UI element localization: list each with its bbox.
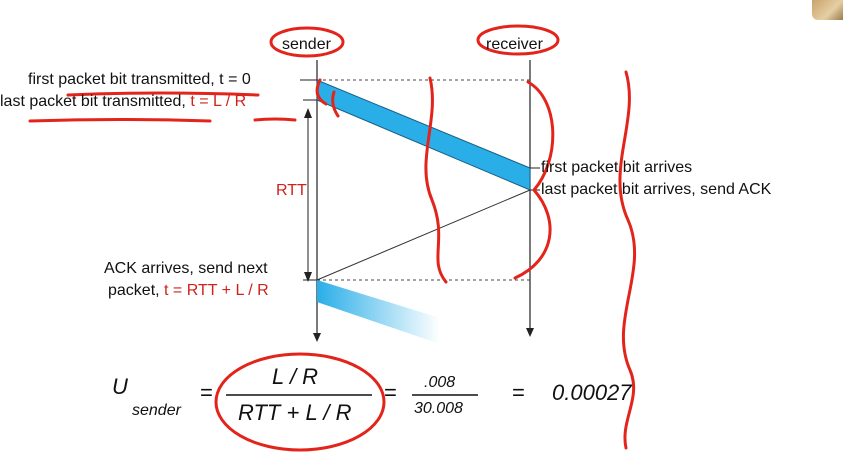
value-numerator: .008 bbox=[424, 374, 456, 391]
receiver-timeline-arrow bbox=[526, 328, 534, 337]
value-denominator: 30.008 bbox=[414, 400, 463, 417]
squiggle-2 bbox=[424, 76, 448, 284]
formula-equals-2: = bbox=[384, 380, 397, 405]
formula-numerator: L / R bbox=[272, 364, 319, 389]
last-bit-text: last packet bit transmitted, bbox=[0, 93, 191, 110]
receiver-label: receiver bbox=[486, 36, 543, 53]
ack-time: t = RTT + L / R bbox=[164, 282, 269, 299]
bracket-left bbox=[315, 78, 328, 106]
rtt-label: RTT bbox=[276, 182, 307, 199]
circle-formula bbox=[214, 352, 386, 452]
first-packet-band bbox=[316, 79, 531, 191]
formula-denominator: RTT + L / R bbox=[238, 400, 352, 425]
formula-equals-3: = bbox=[512, 380, 525, 405]
circle-receiver bbox=[476, 24, 560, 56]
first-bit-transmitted-label: first packet bit transmitted, t = 0 bbox=[28, 71, 251, 88]
ack-packet-text: packet, bbox=[108, 282, 165, 299]
utilization-subscript: sender bbox=[132, 402, 181, 419]
handwritten-annotations bbox=[28, 24, 637, 452]
rtt-arrow-head-bottom bbox=[304, 272, 312, 282]
ack-arrives-label-line2: packet, t = RTT + L / R bbox=[108, 282, 269, 300]
formula-result: 0.00027 bbox=[552, 380, 632, 405]
underline-first-bit bbox=[66, 91, 260, 97]
utilization-symbol: U bbox=[112, 374, 128, 399]
underline-last-bit bbox=[28, 118, 212, 123]
squiggle-3 bbox=[618, 70, 637, 450]
last-bit-time: t = L / R bbox=[190, 93, 247, 110]
squiggle-1 bbox=[331, 90, 340, 118]
formula-equals-1: = bbox=[200, 380, 213, 405]
last-bit-transmitted-label: last packet bit transmitted, t = L / R bbox=[0, 93, 246, 111]
sender-timeline-arrow bbox=[313, 333, 321, 342]
circle-sender bbox=[269, 26, 345, 58]
ack-arrives-label-line1: ACK arrives, send next bbox=[104, 260, 268, 277]
last-bit-arrives-label: last packet bit arrives, send ACK bbox=[541, 181, 772, 198]
ack-line bbox=[316, 189, 531, 281]
first-bit-arrives-label: first packet bit arrives bbox=[541, 159, 693, 176]
presenter-avatar bbox=[812, 0, 843, 20]
receiver-brace bbox=[513, 80, 555, 280]
rtt-arrow-head-top bbox=[304, 108, 312, 118]
next-packet-band bbox=[317, 280, 440, 344]
sender-label: sender bbox=[282, 36, 331, 53]
underline-time bbox=[253, 117, 297, 122]
